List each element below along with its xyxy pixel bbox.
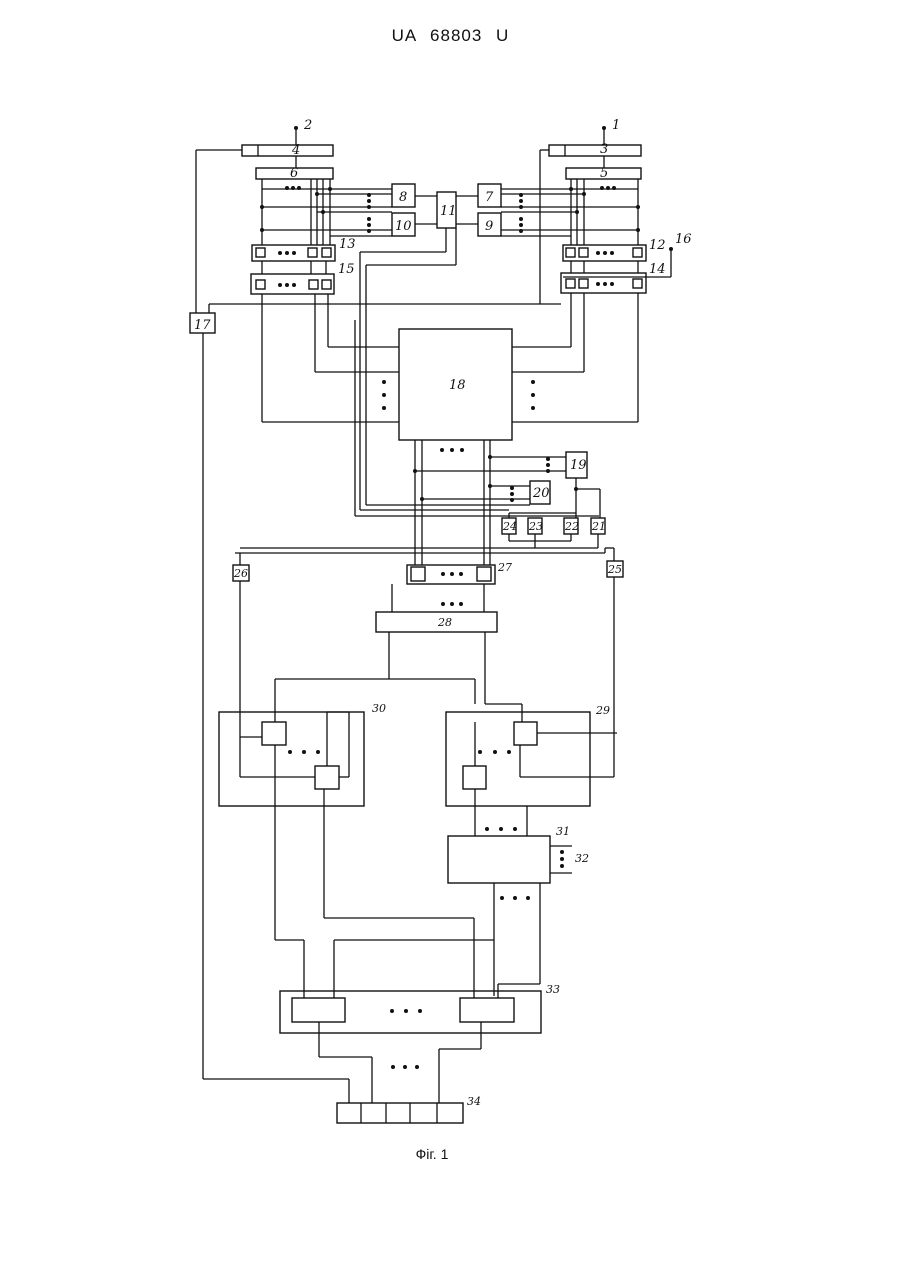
cell-12b [579, 248, 588, 257]
cell-13a [256, 248, 265, 257]
label-4: 4 [291, 143, 300, 158]
label-32: 32 [575, 852, 589, 865]
label-6: 6 [290, 166, 298, 181]
cell-27a [411, 567, 425, 581]
label-23: 23 [528, 520, 543, 533]
cell-14a [566, 279, 575, 288]
label-12: 12 [649, 238, 666, 253]
label-22: 22 [564, 520, 579, 533]
block-3 [549, 145, 641, 156]
label-18: 18 [449, 378, 466, 393]
cell-33b [460, 998, 514, 1022]
block-28 [376, 612, 497, 632]
label-26: 26 [233, 567, 248, 580]
label-3: 3 [600, 142, 608, 157]
block-30 [219, 712, 364, 806]
label-34: 34 [467, 1095, 481, 1108]
cell-14b [579, 279, 588, 288]
cell-15b [309, 280, 318, 289]
cell-15c [322, 280, 331, 289]
label-7: 7 [485, 190, 494, 205]
cell-13c [322, 248, 331, 257]
cell-13b [308, 248, 317, 257]
label-24: 24 [502, 520, 517, 533]
cell-33a [292, 998, 345, 1022]
label-30: 30 [372, 702, 386, 715]
label-31: 31 [556, 825, 570, 838]
label-33: 33 [546, 983, 560, 996]
label-17: 17 [194, 318, 211, 333]
label-29: 29 [595, 704, 610, 717]
label-25: 25 [607, 563, 622, 576]
label-11: 11 [440, 204, 457, 219]
cell-14c [633, 279, 642, 288]
label-10: 10 [395, 219, 412, 234]
cell-12c [633, 248, 642, 257]
label-1: 1 [612, 118, 620, 133]
cell-30a [262, 722, 286, 745]
cell-12a [566, 248, 575, 257]
label-28: 28 [437, 616, 452, 629]
label-5: 5 [600, 166, 608, 181]
label-27: 27 [497, 561, 512, 574]
figure-caption: Фіг. 1 [0, 1146, 864, 1162]
label-13: 13 [339, 237, 356, 252]
cell-15a [256, 280, 265, 289]
label-15: 15 [338, 262, 355, 277]
block-34 [337, 1103, 463, 1123]
cell-30b [315, 766, 339, 789]
label-16: 16 [675, 232, 692, 247]
label-21: 21 [591, 520, 606, 533]
block-4 [242, 145, 333, 156]
cell-27b [477, 567, 491, 581]
label-19: 19 [570, 458, 587, 473]
cell-29b [463, 766, 486, 789]
block-31 [448, 836, 550, 883]
label-9: 9 [485, 219, 493, 234]
label-2: 2 [303, 118, 312, 133]
label-8: 8 [399, 190, 407, 205]
label-14: 14 [649, 262, 666, 277]
cell-29a [514, 722, 537, 745]
label-20: 20 [532, 486, 550, 501]
input-2-group [242, 126, 333, 179]
